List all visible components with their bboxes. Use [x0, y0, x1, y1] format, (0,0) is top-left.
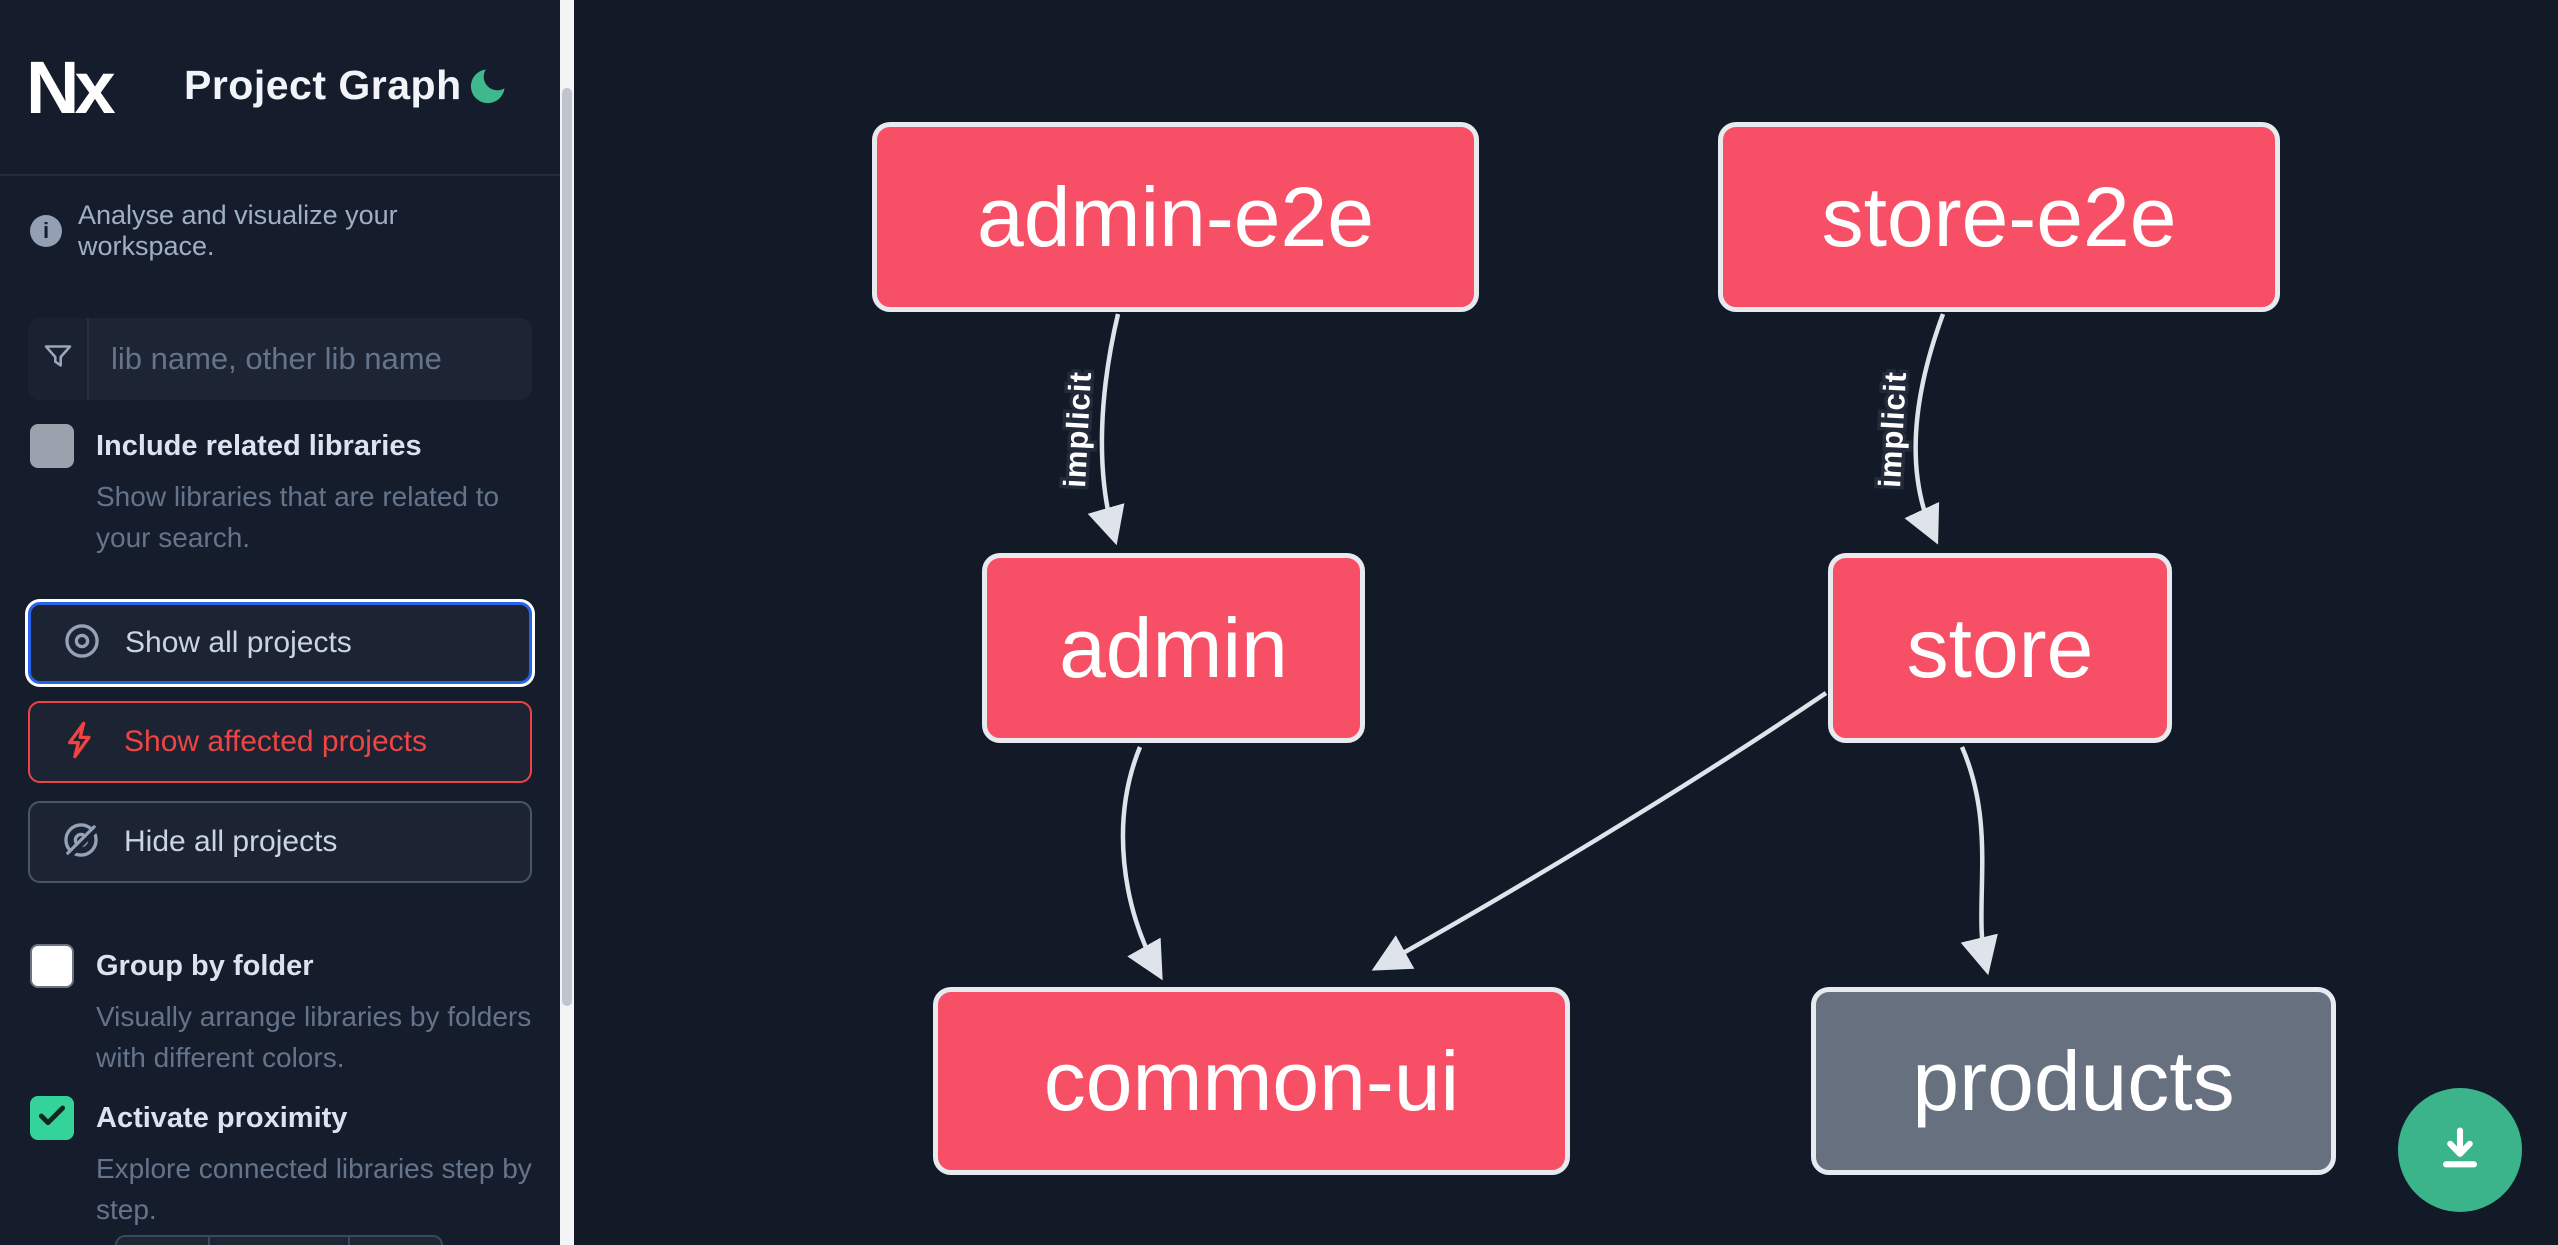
theme-toggle-button[interactable]	[466, 64, 510, 108]
toggle-activate-proximity: Activate proximity Explore connected lib…	[28, 1094, 532, 1230]
show-affected-projects-button[interactable]: Show affected projects	[28, 701, 532, 783]
scrollbar-thumb[interactable]	[562, 88, 572, 1006]
toggle-include-related-libraries: Include related libraries Show libraries…	[28, 422, 528, 558]
graph-node-store[interactable]: store	[1828, 553, 2172, 743]
sidebar-scrollbar[interactable]	[560, 0, 574, 1245]
eye-off-icon	[60, 819, 102, 866]
funnel-icon	[40, 339, 76, 380]
moon-icon	[466, 69, 510, 112]
show-all-projects-button[interactable]: Show all projects	[28, 602, 532, 684]
toggle-label: Group by folder	[96, 950, 314, 982]
button-label: Show affected projects	[124, 725, 427, 758]
toggle-description: Show libraries that are related to your …	[96, 481, 500, 553]
check-icon	[36, 1100, 68, 1137]
download-icon	[2432, 1120, 2488, 1181]
graph-node-store-e2e[interactable]: store-e2e	[1718, 122, 2280, 312]
graph-node-common-ui[interactable]: common-ui	[933, 987, 1570, 1175]
include-related-checkbox[interactable]	[30, 424, 74, 468]
group-by-folder-checkbox[interactable]	[30, 944, 74, 988]
search-bar	[28, 318, 532, 400]
toggle-group-by-folder: Group by folder Visually arrange librari…	[28, 942, 531, 1078]
sidebar: Nx Project Graph i Analyse and visualize…	[0, 0, 574, 1245]
toggle-description: Explore connected libraries step by step…	[96, 1153, 532, 1225]
search-input[interactable]	[89, 318, 532, 400]
button-label: Hide all projects	[124, 825, 338, 858]
activate-proximity-checkbox[interactable]	[30, 1096, 74, 1140]
sidebar-header: Nx Project Graph	[0, 0, 560, 176]
stepper-segment[interactable]	[350, 1237, 441, 1245]
hide-all-projects-button[interactable]: Hide all projects	[28, 801, 532, 883]
info-text: Analyse and visualize your workspace.	[78, 200, 398, 261]
graph-node-admin-e2e[interactable]: admin-e2e	[872, 122, 1479, 312]
eye-icon	[61, 620, 103, 667]
toggle-label: Activate proximity	[96, 1102, 348, 1134]
stepper-segment[interactable]	[210, 1237, 350, 1245]
info-icon: i	[30, 215, 62, 247]
stepper-segment[interactable]	[117, 1237, 211, 1245]
workspace-info: i Analyse and visualize your workspace.	[30, 200, 540, 262]
button-label: Show all projects	[125, 626, 352, 659]
toggle-label: Include related libraries	[96, 430, 422, 462]
download-graph-button[interactable]	[2398, 1088, 2522, 1212]
page-title: Project Graph	[184, 62, 462, 108]
graph-node-products[interactable]: products	[1811, 987, 2336, 1175]
proximity-stepper-partial[interactable]	[115, 1235, 443, 1245]
graph-node-admin[interactable]: admin	[982, 553, 1365, 743]
filter-icon-cell	[28, 318, 89, 400]
nx-logo: Nx	[26, 46, 116, 129]
bolt-icon	[60, 719, 102, 766]
toggle-description: Visually arrange libraries by folders wi…	[96, 1001, 532, 1073]
